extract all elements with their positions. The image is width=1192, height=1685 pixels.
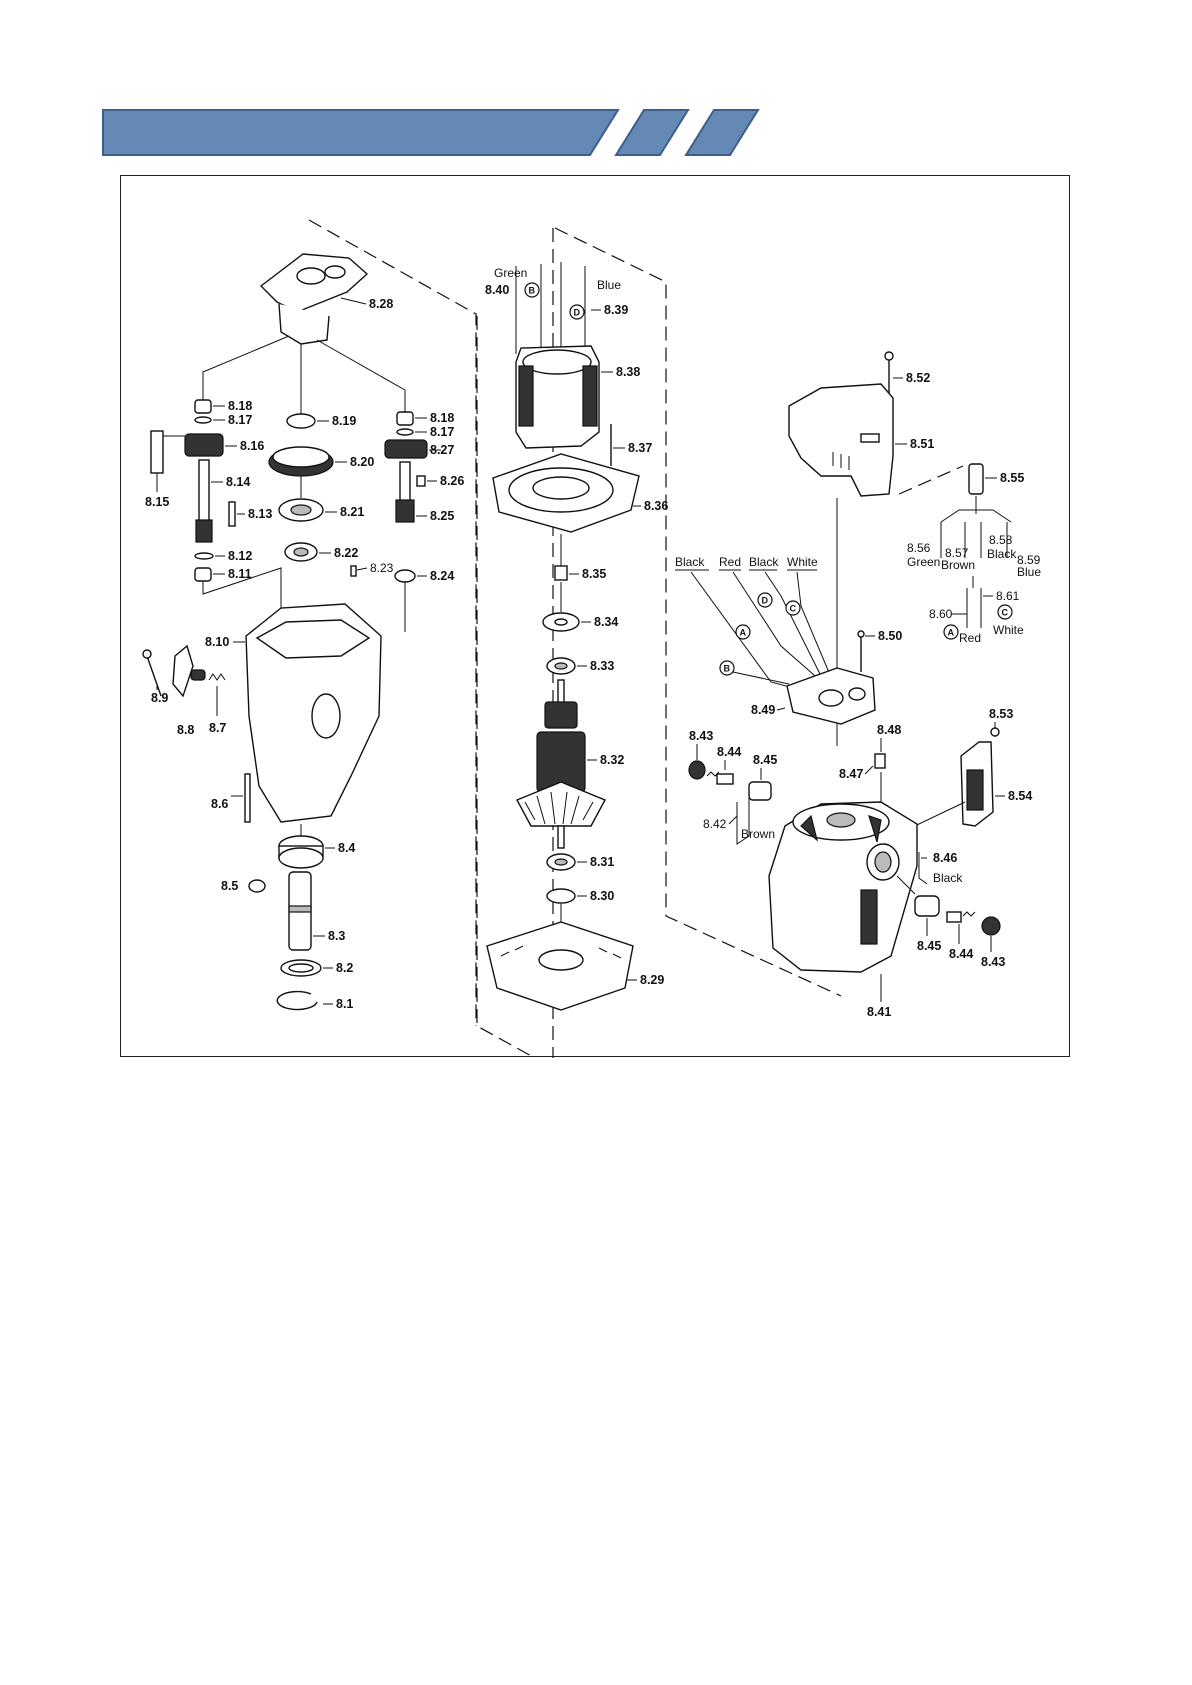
marker-d-849: D <box>762 596 769 606</box>
label-8-55: 8.55 <box>1000 471 1024 485</box>
label-8-57: 8.57 <box>945 546 969 560</box>
label-8-1: 8.1 <box>336 997 353 1011</box>
label-8-18-right: 8.18 <box>430 411 454 425</box>
label-8-60: 8.60 <box>929 607 953 621</box>
wire-label-black2-849: Black <box>749 555 779 569</box>
label-8-45-right: 8.45 <box>917 939 941 953</box>
label-8-48: 8.48 <box>877 723 901 737</box>
label-8-2: 8.2 <box>336 961 353 975</box>
label-8-42: 8.42 <box>703 817 727 831</box>
label-8-3: 8.3 <box>328 929 345 943</box>
wire-label-brown-857: Brown <box>941 558 975 572</box>
banner-stripe-2 <box>684 109 760 156</box>
marker-a-860: A <box>948 628 955 638</box>
banner-stripe-1 <box>614 109 690 156</box>
label-8-24: 8.24 <box>430 569 454 583</box>
label-8-50: 8.50 <box>878 629 902 643</box>
wire-label-black-858: Black <box>987 547 1017 561</box>
label-8-34: 8.34 <box>594 615 618 629</box>
label-8-8: 8.8 <box>177 723 194 737</box>
exploded-view-frame: 8.28 8.18 8.17 8.16 8.15 8.14 8.13 <box>120 175 1070 1058</box>
label-8-51: 8.51 <box>910 437 934 451</box>
wire-label-white-849: White <box>787 555 818 569</box>
label-8-17-right: 8.17 <box>430 425 454 439</box>
label-8-9: 8.9 <box>151 691 168 705</box>
label-8-44-left: 8.44 <box>717 745 741 759</box>
label-8-13: 8.13 <box>248 507 272 521</box>
motor-cap <box>788 383 894 497</box>
wire-label-blue-859: Blue <box>1017 565 1041 579</box>
header-banner <box>102 109 760 156</box>
label-8-36: 8.36 <box>644 499 668 513</box>
exploded-parts-diagram: 8.28 8.18 8.17 8.16 8.15 8.14 8.13 <box>142 219 1041 1058</box>
label-8-10: 8.10 <box>205 635 229 649</box>
label-8-49: 8.49 <box>751 703 775 717</box>
motor-group: Green 8.40 B Blue D 8.39 8.38 8.37 8.36 … <box>485 262 668 1011</box>
marker-b-840: B <box>529 286 536 296</box>
armature-commutator <box>544 701 578 729</box>
label-8-4: 8.4 <box>338 841 355 855</box>
label-8-11: 8.11 <box>228 567 252 581</box>
label-8-6: 8.6 <box>211 797 228 811</box>
label-8-45-left: 8.45 <box>753 753 777 767</box>
label-8-54: 8.54 <box>1008 789 1032 803</box>
label-8-14: 8.14 <box>226 475 250 489</box>
label-8-25: 8.25 <box>430 509 454 523</box>
label-8-37: 8.37 <box>628 441 652 455</box>
label-8-61: 8.61 <box>996 589 1020 603</box>
wire-label-black-849: Black <box>675 555 705 569</box>
label-8-18-left: 8.18 <box>228 399 252 413</box>
label-8-15: 8.15 <box>145 495 169 509</box>
label-8-16: 8.16 <box>240 439 264 453</box>
label-8-43-right: 8.43 <box>981 955 1005 969</box>
label-8-39: 8.39 <box>604 303 628 317</box>
label-8-35: 8.35 <box>582 567 606 581</box>
wire-label-green-856: Green <box>907 555 940 569</box>
label-8-47: 8.47 <box>839 767 863 781</box>
label-8-58: 8.58 <box>989 533 1013 547</box>
label-8-30: 8.30 <box>590 889 614 903</box>
banner-main-bar <box>102 109 620 156</box>
label-8-7: 8.7 <box>209 721 226 735</box>
wire-label-white-861: White <box>993 623 1024 637</box>
label-8-52: 8.52 <box>906 371 930 385</box>
label-8-22: 8.22 <box>334 546 358 560</box>
marker-b-849: B <box>724 664 731 674</box>
label-8-21: 8.21 <box>340 505 364 519</box>
wire-label-red-860: Red <box>959 631 981 645</box>
label-8-38: 8.38 <box>616 365 640 379</box>
label-8-17-left: 8.17 <box>228 413 252 427</box>
label-8-59: 8.59 <box>1017 553 1041 567</box>
marker-c-849: C <box>790 604 797 614</box>
marker-d-839: D <box>574 308 581 318</box>
label-8-40: 8.40 <box>485 283 509 297</box>
label-8-46: 8.46 <box>933 851 957 865</box>
label-8-26: 8.26 <box>440 474 464 488</box>
label-8-53: 8.53 <box>989 707 1013 721</box>
marker-a-849: A <box>740 628 747 638</box>
label-8-41: 8.41 <box>867 1005 891 1019</box>
label-8-23: 8.23 <box>370 561 394 575</box>
gearbox-group: 8.28 8.18 8.17 8.16 8.15 8.14 8.13 <box>142 253 464 1011</box>
wire-label-green-840: Green <box>494 266 527 280</box>
label-8-28: 8.28 <box>369 297 393 311</box>
wire-label-red-849: Red <box>719 555 741 569</box>
label-8-33: 8.33 <box>590 659 614 673</box>
label-8-12: 8.12 <box>228 549 252 563</box>
label-8-29: 8.29 <box>640 973 664 987</box>
wire-label-black-846: Black <box>933 871 963 885</box>
label-8-44-right: 8.44 <box>949 947 973 961</box>
label-8-20: 8.20 <box>350 455 374 469</box>
label-8-31: 8.31 <box>590 855 614 869</box>
label-8-5: 8.5 <box>221 879 238 893</box>
label-8-56: 8.56 <box>907 541 931 555</box>
marker-c-861: C <box>1002 608 1009 618</box>
label-8-27: 8.27 <box>430 443 454 457</box>
label-8-43-left: 8.43 <box>689 729 713 743</box>
wire-label-brown-842: Brown <box>741 827 775 841</box>
label-8-19: 8.19 <box>332 414 356 428</box>
motor-housing-group: 8.52 8.51 8.55 8.56 Green 8.57 Brown 8.5… <box>675 351 1041 1019</box>
wire-label-blue-839: Blue <box>597 278 621 292</box>
label-8-32: 8.32 <box>600 753 624 767</box>
